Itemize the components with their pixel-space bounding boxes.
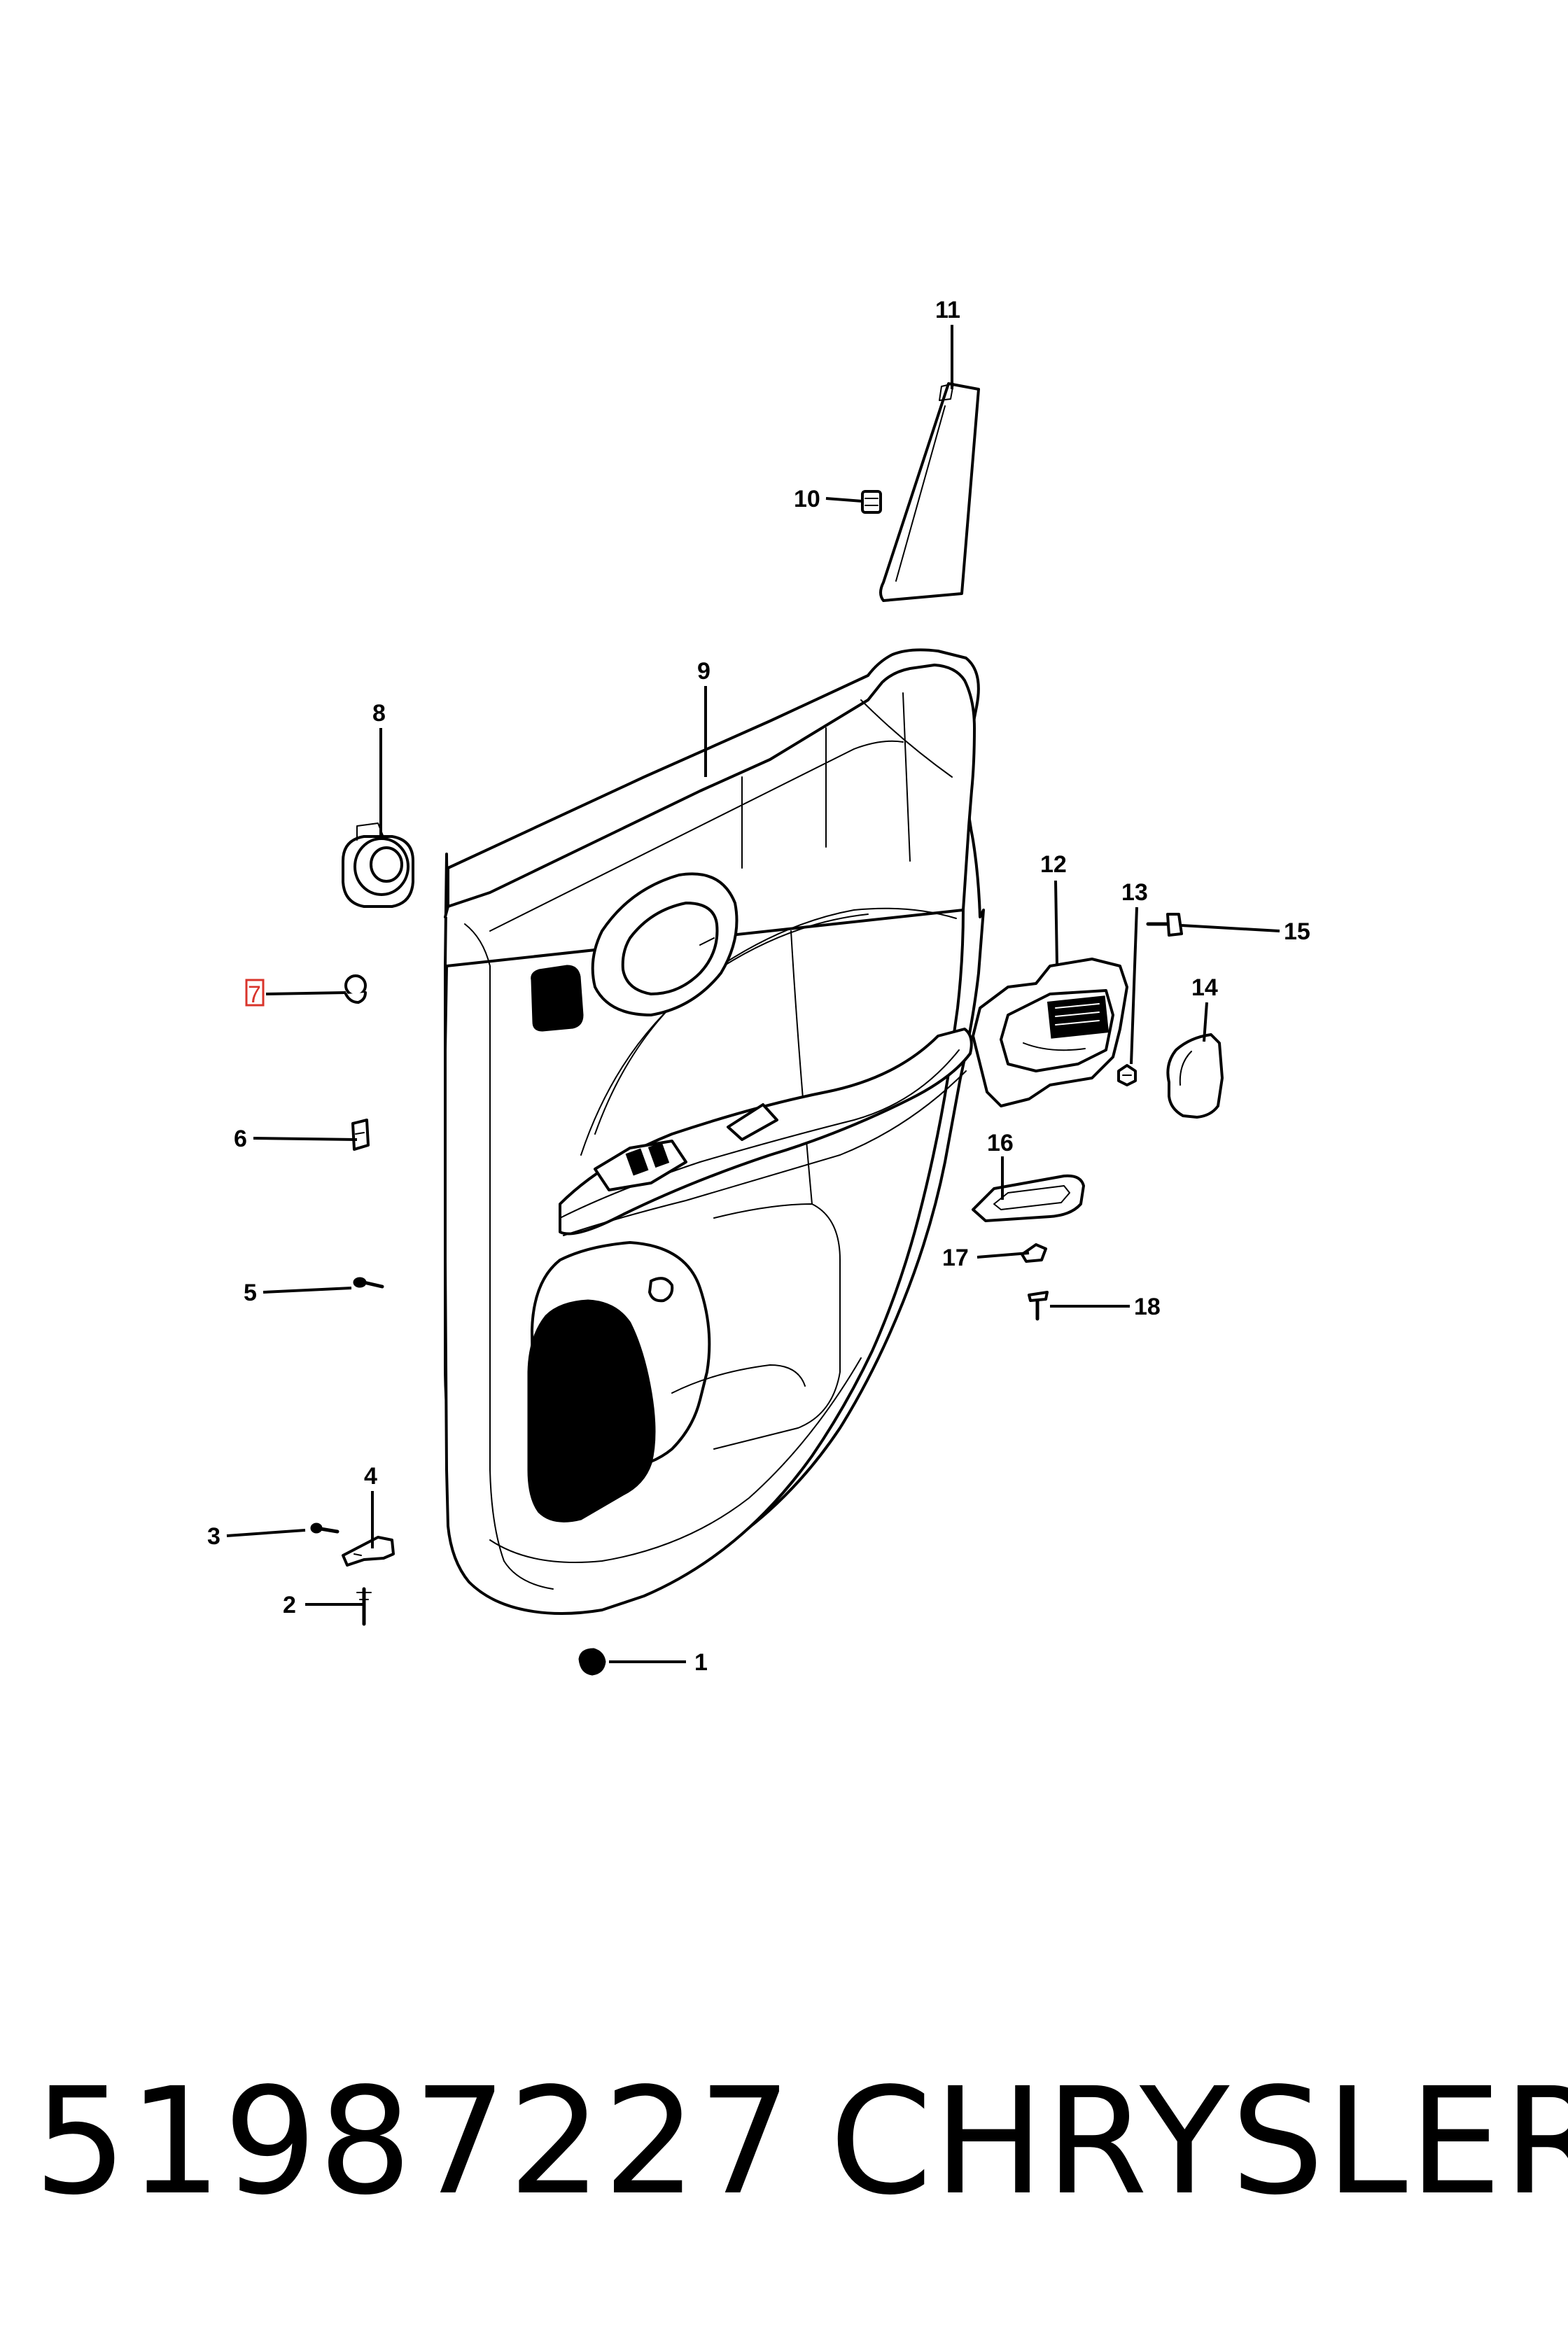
leader-17 xyxy=(976,1252,1030,1259)
leader-lines xyxy=(226,325,1280,1663)
part-18-push-pin[interactable] xyxy=(1028,1291,1049,1321)
part-11-pillar-trim[interactable] xyxy=(879,382,980,602)
leader-10 xyxy=(825,497,863,503)
part-17-clip[interactable] xyxy=(1021,1243,1047,1263)
leader-13 xyxy=(1130,906,1138,1065)
callout-10: 10 xyxy=(794,486,820,512)
part-15-bolt[interactable] xyxy=(1146,913,1183,937)
part-8-speaker-ring[interactable] xyxy=(342,822,414,908)
part-12-handle-bezel[interactable] xyxy=(972,958,1128,1107)
part-14-cover[interactable] xyxy=(1166,1033,1224,1119)
callout-16: 16 xyxy=(987,1130,1014,1156)
callout-1: 1 xyxy=(694,1649,708,1676)
part-4-bracket[interactable] xyxy=(342,1536,395,1567)
callout-7: 7 xyxy=(248,981,261,1008)
callout-2: 2 xyxy=(283,1592,296,1618)
callout-6: 6 xyxy=(234,1126,247,1152)
part-3-screw[interactable] xyxy=(310,1522,340,1534)
brand-name: CHRYSLER xyxy=(830,2056,1568,2227)
callout-3: 3 xyxy=(207,1523,220,1550)
part-6-bracket-clip[interactable] xyxy=(351,1119,370,1151)
leader-5 xyxy=(262,1287,352,1294)
callout-8: 8 xyxy=(372,700,386,727)
callout-14: 14 xyxy=(1191,974,1218,1001)
leader-7 xyxy=(265,991,346,995)
callout-17: 17 xyxy=(942,1245,969,1271)
callout-7-highlight-box xyxy=(245,979,265,1007)
part-9-door-trim-panel[interactable] xyxy=(444,648,985,1615)
leader-12 xyxy=(1054,880,1058,965)
part-1-grommet[interactable] xyxy=(578,1648,606,1676)
part-number: 51987227 xyxy=(34,2056,793,2227)
part-10-clip[interactable] xyxy=(861,490,882,514)
callout-12: 12 xyxy=(1040,851,1067,878)
part-7-push-pin[interactable] xyxy=(344,974,367,1004)
callout-labels: 1 2 3 4 5 6 7 8 9 10 11 12 13 14 15 16 1… xyxy=(207,297,1310,1676)
callout-9: 9 xyxy=(697,658,710,685)
footer: 51987227 CHRYSLER xyxy=(0,2051,1568,2247)
callout-18: 18 xyxy=(1134,1294,1161,1320)
leader-3 xyxy=(226,1529,306,1537)
leader-6 xyxy=(253,1137,358,1141)
callout-15: 15 xyxy=(1284,918,1310,945)
part-13-screw[interactable] xyxy=(1117,1064,1137,1086)
part-5-screw[interactable] xyxy=(353,1277,384,1289)
callout-13: 13 xyxy=(1121,879,1148,906)
part-16-bezel-trim[interactable] xyxy=(972,1174,1085,1222)
leader-15 xyxy=(1181,924,1280,932)
leader-14 xyxy=(1203,1002,1208,1042)
part-2-fastener[interactable] xyxy=(356,1587,372,1626)
callout-11: 11 xyxy=(935,297,960,323)
callout-5: 5 xyxy=(244,1280,257,1306)
callout-4: 4 xyxy=(364,1463,377,1490)
